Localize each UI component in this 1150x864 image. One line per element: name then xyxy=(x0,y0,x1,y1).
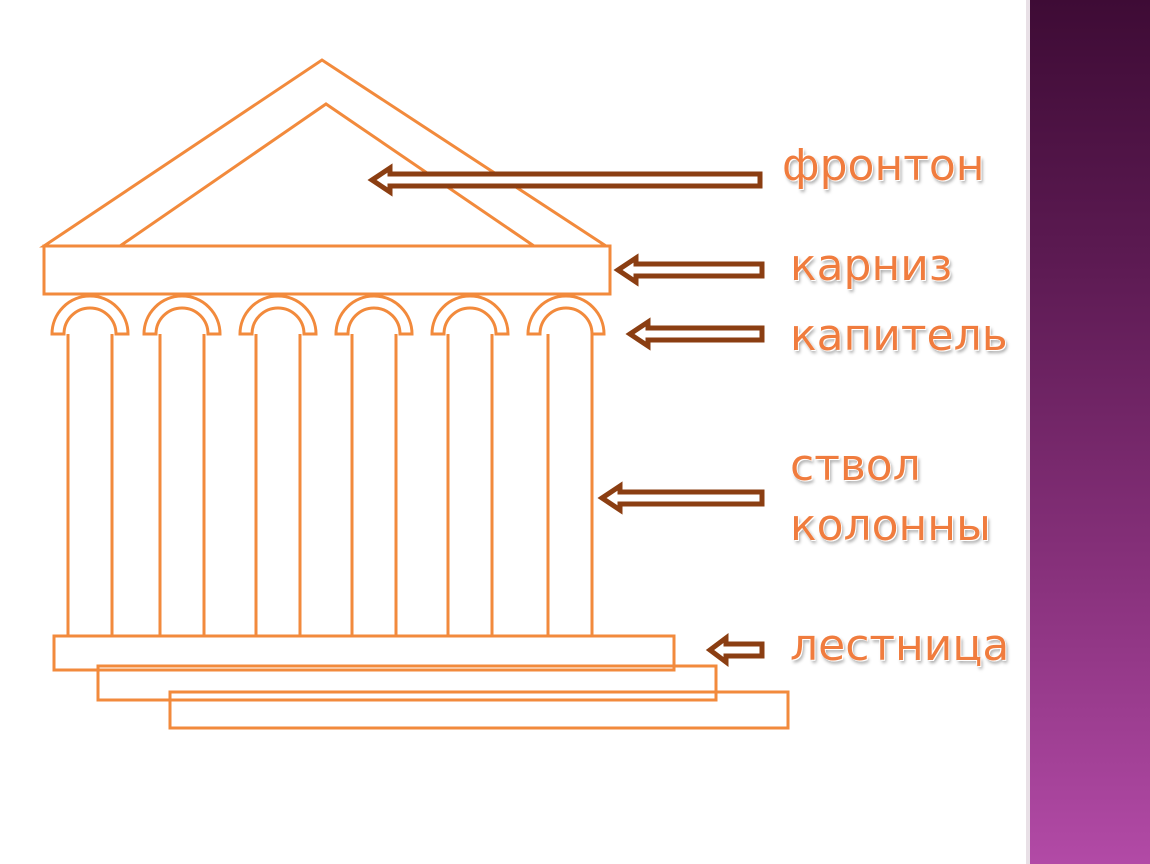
temple-diagram xyxy=(39,58,790,730)
column-shaft-3 xyxy=(254,334,302,636)
label-lestnitsa: лестница xyxy=(790,620,1010,671)
label-stvol-line2: колонны xyxy=(790,500,991,551)
side-band-edge xyxy=(1026,0,1030,864)
column-shaft-4 xyxy=(350,334,398,636)
label-kapitel: капитель xyxy=(790,310,1008,361)
label-fronton: фронтон xyxy=(782,140,985,191)
column-shaft-1 xyxy=(66,334,114,636)
arrow-fronton xyxy=(367,163,763,197)
column-shaft-6 xyxy=(546,334,594,636)
label-karniz: карниз xyxy=(790,240,953,291)
cornice xyxy=(42,244,612,296)
arrow-stvol xyxy=(597,481,765,515)
step-middle xyxy=(96,664,718,702)
capital-1 xyxy=(50,294,130,336)
capital-5 xyxy=(430,294,510,336)
arrow-kapitel xyxy=(625,317,765,351)
step-bottom xyxy=(168,690,790,730)
decorative-side-band xyxy=(1030,0,1150,864)
pediment-outer xyxy=(39,58,612,248)
capital-3 xyxy=(238,294,318,336)
capital-6 xyxy=(526,294,606,336)
arrow-lestnitsa xyxy=(705,633,765,667)
step-top xyxy=(52,634,676,672)
capital-4 xyxy=(334,294,414,336)
arrow-karniz xyxy=(613,253,765,287)
column-shaft-5 xyxy=(446,334,494,636)
label-stvol-line1: ствол xyxy=(790,440,921,491)
capital-2 xyxy=(142,294,222,336)
column-shaft-2 xyxy=(158,334,206,636)
